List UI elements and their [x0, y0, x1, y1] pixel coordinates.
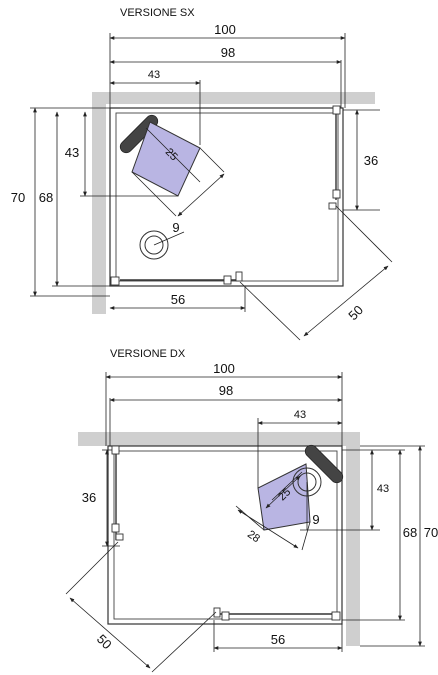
dx-dim-drain: 9	[312, 512, 319, 527]
sx-shower-head	[119, 114, 159, 154]
dx-fitting-2	[111, 523, 120, 533]
dx-dim-column-depth: 43	[377, 483, 389, 495]
dx-title: VERSIONE DX	[110, 348, 186, 360]
sx-back-wall	[92, 92, 375, 104]
sx-fitting-3	[328, 202, 337, 210]
sx-dim-front-opening: 56	[171, 292, 185, 307]
dx-fitting-3	[115, 533, 124, 541]
sx-dim-tray-width: 98	[221, 45, 235, 60]
version-sx: VERSIONE SX 100 98 4	[11, 7, 393, 341]
dx-shower-head	[304, 444, 344, 484]
dx-dim-tray-depth: 68	[403, 525, 417, 540]
dx-side-wall	[346, 432, 360, 646]
dx-back-wall	[78, 432, 360, 446]
dx-fitting-1	[111, 445, 120, 455]
sx-fitting-2	[332, 189, 341, 199]
sx-dim-overall-depth: 70	[11, 190, 25, 205]
dx-fitting-5	[221, 611, 230, 621]
dx-dim-column-depth-side: 28	[245, 528, 262, 545]
sx-dim-column-offset: 43	[148, 69, 160, 81]
dx-fitting-4	[331, 611, 341, 621]
sx-dim-tray-depth: 68	[39, 190, 53, 205]
dx-dim-column-offset: 43	[294, 409, 306, 421]
dx-dim-side-opening: 36	[82, 490, 96, 505]
sx-dim-diagonal-entry: 50	[345, 302, 366, 323]
version-dx: VERSIONE DX 100 98 4	[65, 348, 438, 673]
dx-dim-overall-width: 100	[213, 361, 235, 376]
sx-fitting-6	[235, 271, 243, 282]
sx-drain-inner	[144, 235, 164, 255]
dx-dim-front-opening: 56	[271, 632, 285, 647]
dx-dim-overall-depth: 70	[424, 525, 438, 540]
sx-title: VERSIONE SX	[120, 7, 195, 19]
dx-dim-tray-width: 98	[219, 383, 233, 398]
sx-fitting-1	[332, 105, 341, 115]
sx-dim-overall-width: 100	[214, 22, 236, 37]
sx-dim-drain: 9	[172, 220, 179, 235]
sx-side-wall	[92, 92, 106, 314]
sx-fitting-4	[110, 276, 120, 286]
sx-dim-side-opening: 36	[364, 153, 378, 168]
dx-fitting-6	[213, 607, 221, 618]
sx-dim-column-depth: 43	[65, 145, 79, 160]
sx-fitting-5	[223, 275, 232, 285]
